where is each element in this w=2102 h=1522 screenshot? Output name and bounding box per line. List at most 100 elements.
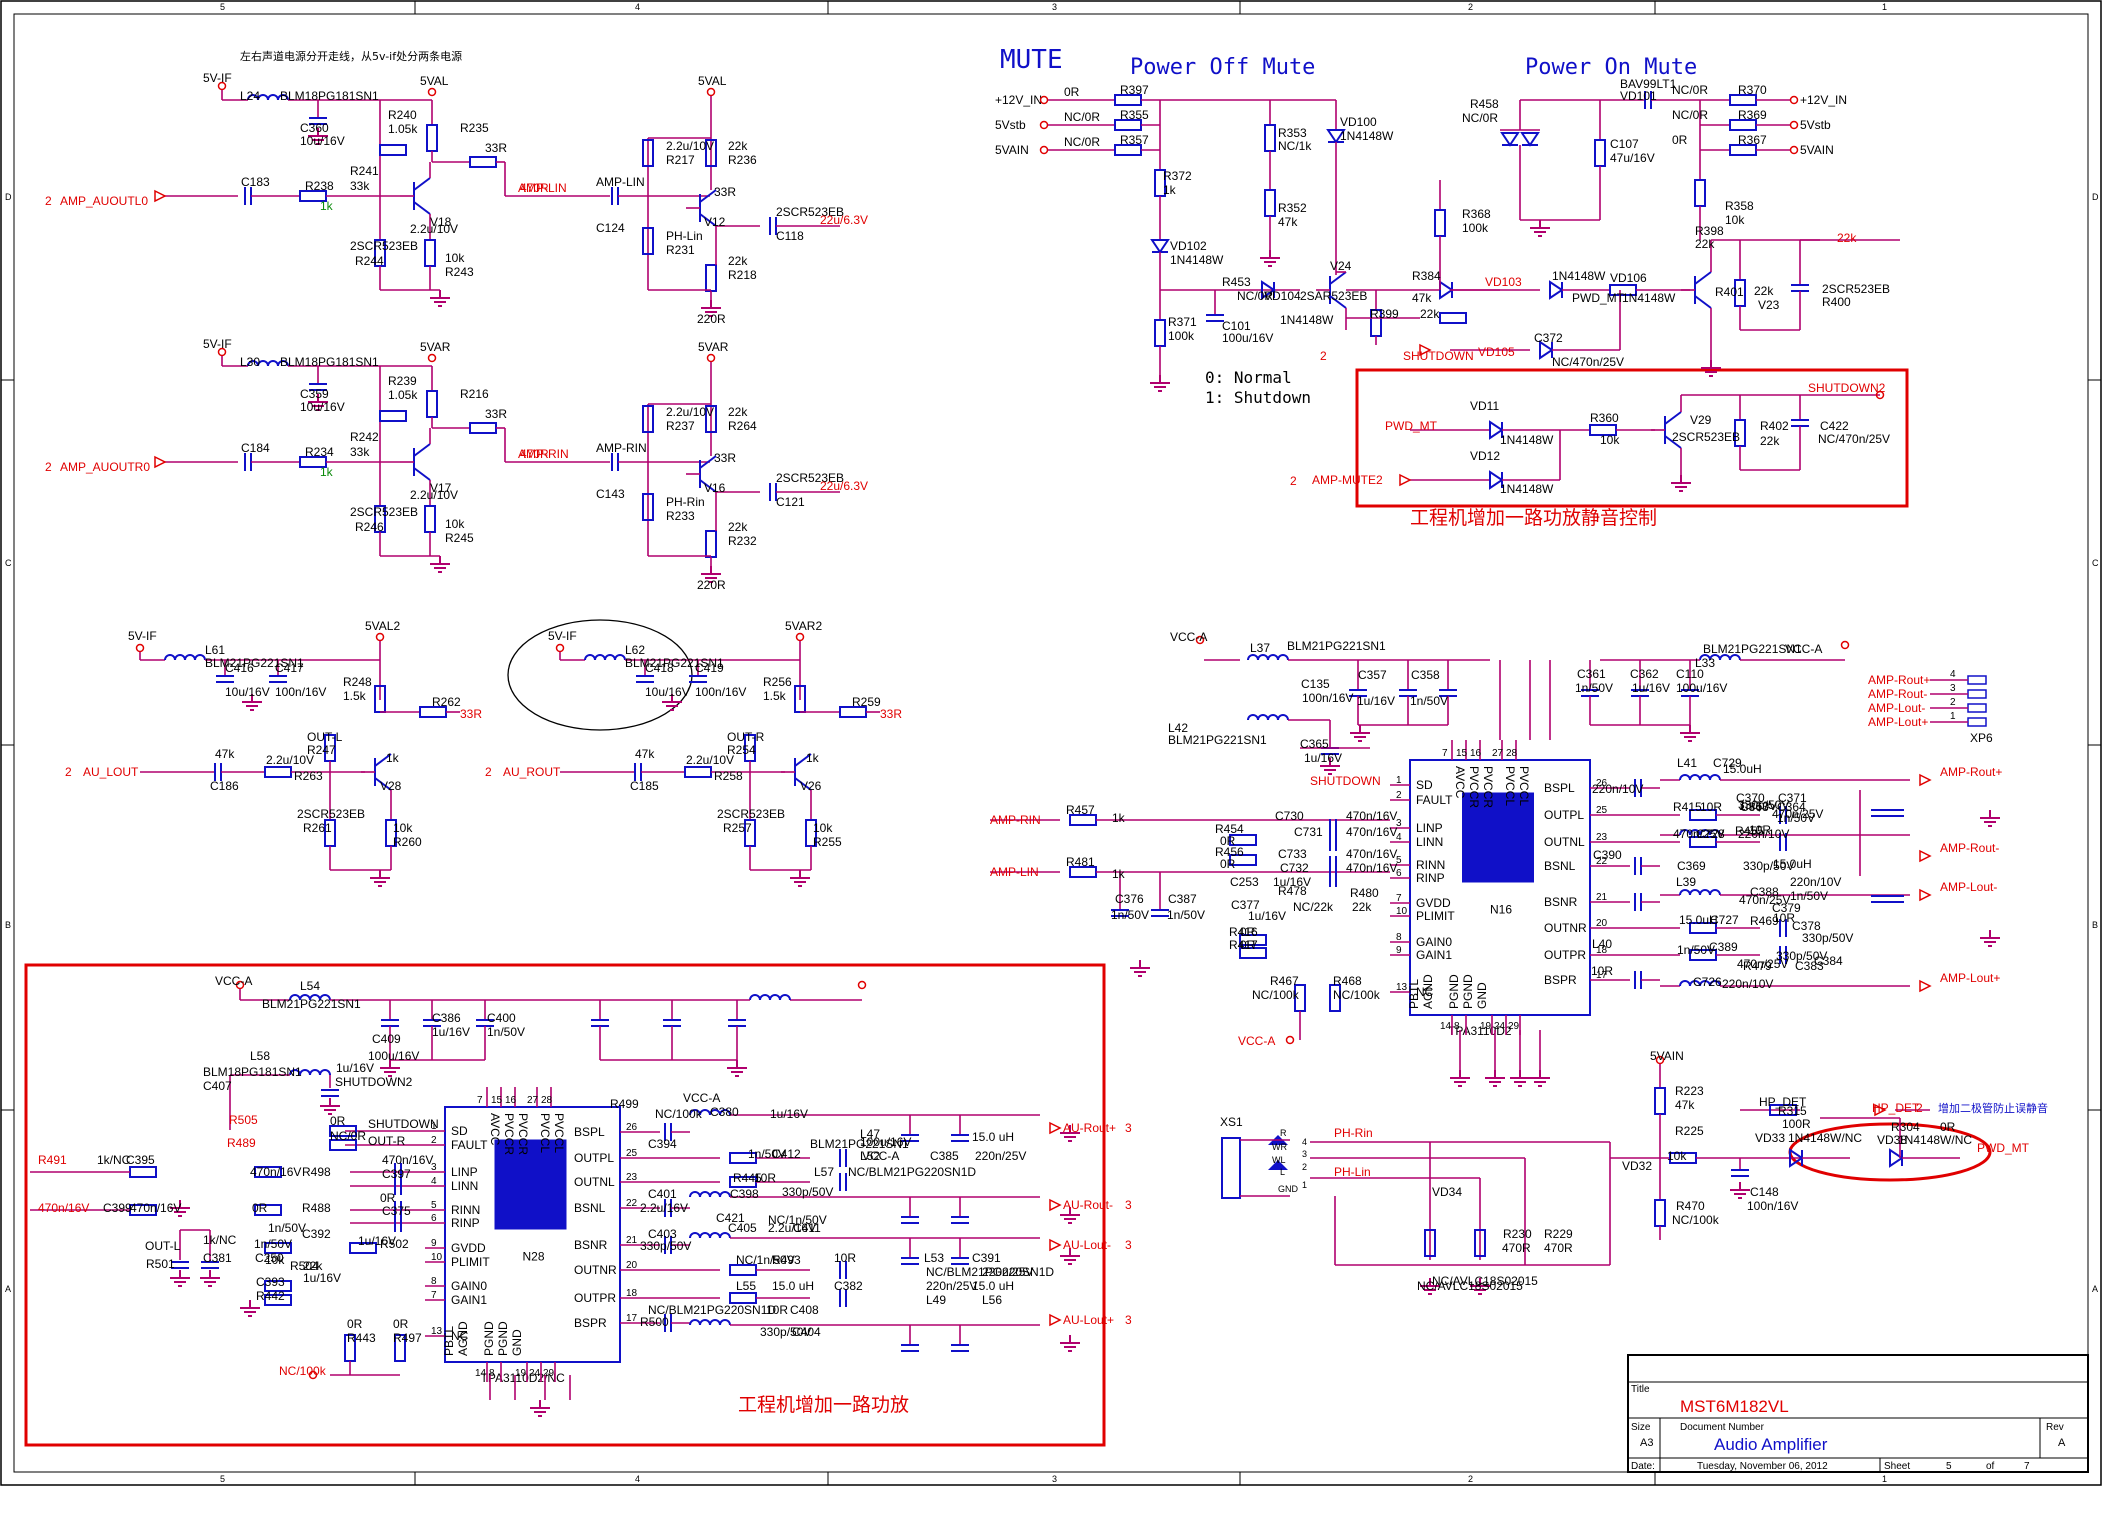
component-label: 470n/16V (382, 1153, 433, 1167)
ic-pin-number: 10 (1396, 906, 1408, 917)
amp-output-net: AU-Rout- (1063, 1198, 1113, 1212)
component-label: 2SCR523EB (776, 471, 844, 485)
mute-input-net: 5VAIN (995, 143, 1029, 157)
component-label: 220n/25V (926, 1279, 977, 1293)
component-label: SHUTDOWN2 (335, 1075, 413, 1089)
size-value: A3 (1640, 1437, 1653, 1449)
ground-icon (1450, 1070, 1470, 1087)
component-label: VCC-A (862, 1149, 899, 1163)
component-label: R256 (763, 675, 792, 689)
component-label: L54 (300, 979, 320, 993)
component-label: 1n/50V (1790, 889, 1828, 903)
component-label: R358 (1725, 199, 1754, 213)
power-port-icon (1789, 120, 1799, 130)
jack-contact-icon (1268, 1160, 1288, 1170)
inductor-symbol (689, 1319, 731, 1326)
resistor-symbol (1769, 1104, 1797, 1116)
ic-pin-number: 23 (1596, 832, 1608, 843)
date-value: Tuesday, November 06, 2012 (1697, 1461, 1828, 1472)
port-arrow-icon (1919, 849, 1932, 863)
connector-pin (1967, 675, 1987, 685)
component-label: 33R (714, 451, 736, 465)
component-label: 10u/16V (225, 685, 270, 699)
component-label: R479 (1743, 959, 1772, 973)
component-label: C357 (1358, 668, 1387, 682)
component-label: PH-Lin (666, 229, 703, 243)
amp-output-net: AU-Rout+ (1063, 1121, 1116, 1135)
component-label: 220n/10V (1790, 875, 1841, 889)
power-port-icon (1789, 95, 1799, 105)
component-label: VD102 (1170, 239, 1207, 253)
component-label: R445 (733, 1171, 762, 1185)
ic-pin-number: 1 (431, 1121, 437, 1132)
component-label: 10u/16V (300, 134, 345, 148)
component-label: 1k/NC (203, 1233, 237, 1247)
component-label: R416 (1229, 925, 1258, 939)
component-label: 22k (728, 520, 748, 534)
inductor-symbol (584, 654, 626, 661)
component-label: 1k (1112, 867, 1126, 881)
component-label: C387 (1168, 892, 1197, 906)
port-arrow-icon (1049, 1121, 1062, 1135)
component-label: C390 (1593, 848, 1622, 862)
component-label: 100n/16V (275, 685, 326, 699)
ic-pin-name: PLIMIT (1416, 909, 1455, 923)
component-label: VD106 (1610, 271, 1647, 285)
component-label: 1u/16V (1357, 694, 1395, 708)
pin-number: 2 (485, 765, 492, 779)
component-label: 470R (520, 181, 549, 195)
component-label: 470R (520, 447, 549, 461)
resistor-symbol (705, 139, 717, 167)
ic-pin-number: 6 (1396, 868, 1402, 879)
ic-pin-name: OUTNR (574, 1263, 617, 1277)
component-label: 15.0uH (1773, 857, 1812, 871)
component-label: 100u/16V (1676, 681, 1727, 695)
mute-input-ref: R397 (1120, 83, 1149, 97)
component-label: 0R (1220, 857, 1236, 871)
mute-state-normal: 0: Normal (1205, 368, 1292, 387)
component-label: C732 (1280, 861, 1309, 875)
component-label: R401 (1715, 285, 1744, 299)
resistor-symbol (1654, 1199, 1666, 1227)
component-label: VD104 (1264, 289, 1301, 303)
ic-pin-number: 23 (626, 1172, 638, 1183)
component-label: SHUTDOWN (1403, 349, 1474, 363)
component-label: R505 (229, 1113, 258, 1127)
power-port-icon (1840, 640, 1850, 650)
pin-number: 3 (1125, 1121, 1132, 1135)
component-label: 330p/50V (782, 1185, 833, 1199)
component-label: R469 (1750, 914, 1779, 928)
resistor-symbol (424, 505, 436, 533)
jack-pin-label: WR (1272, 1142, 1287, 1152)
component-label: 1n/50V (748, 1147, 786, 1161)
transistor-symbol (361, 753, 392, 791)
component-label: 10u/16V (300, 400, 345, 414)
doc-title: MST6M182VL (1680, 1397, 1789, 1416)
diode-symbol (1500, 132, 1520, 147)
ground-icon (662, 694, 682, 711)
connector-net: AMP-Rout- (1868, 687, 1927, 701)
component-label: 470n/16V (1346, 847, 1397, 861)
component-label: 1u/16V (1304, 751, 1342, 765)
ic-pin-number: 16 (1470, 748, 1482, 759)
capacitor-symbol (1329, 869, 1337, 887)
component-label: V29 (1690, 413, 1712, 427)
component-label: 220R (697, 312, 726, 326)
component-label: OUT-R (368, 1134, 406, 1148)
ic-pin-name: GND (510, 1329, 524, 1356)
docnum-label: Document Number (1680, 1422, 1765, 1433)
component-label: R231 (666, 243, 695, 257)
amp-output-net: AMP-Rout+ (1940, 765, 2002, 779)
power-port-icon (1195, 635, 1205, 645)
ic-pin-number: 26 (1596, 778, 1608, 789)
component-label: 470n/16V (1346, 825, 1397, 839)
component-label: 1n/50V (487, 1025, 525, 1039)
resistor-symbol (1229, 854, 1257, 866)
component-label: OUT-L (145, 1239, 181, 1253)
component-label: XS1 (1220, 1115, 1243, 1129)
ic-pin-number: 8 (1396, 932, 1402, 943)
component-label: VD38 (1877, 1133, 1907, 1147)
component-label: C185 (630, 779, 659, 793)
power-port-icon (375, 632, 385, 642)
component-label: L30 (240, 355, 260, 369)
